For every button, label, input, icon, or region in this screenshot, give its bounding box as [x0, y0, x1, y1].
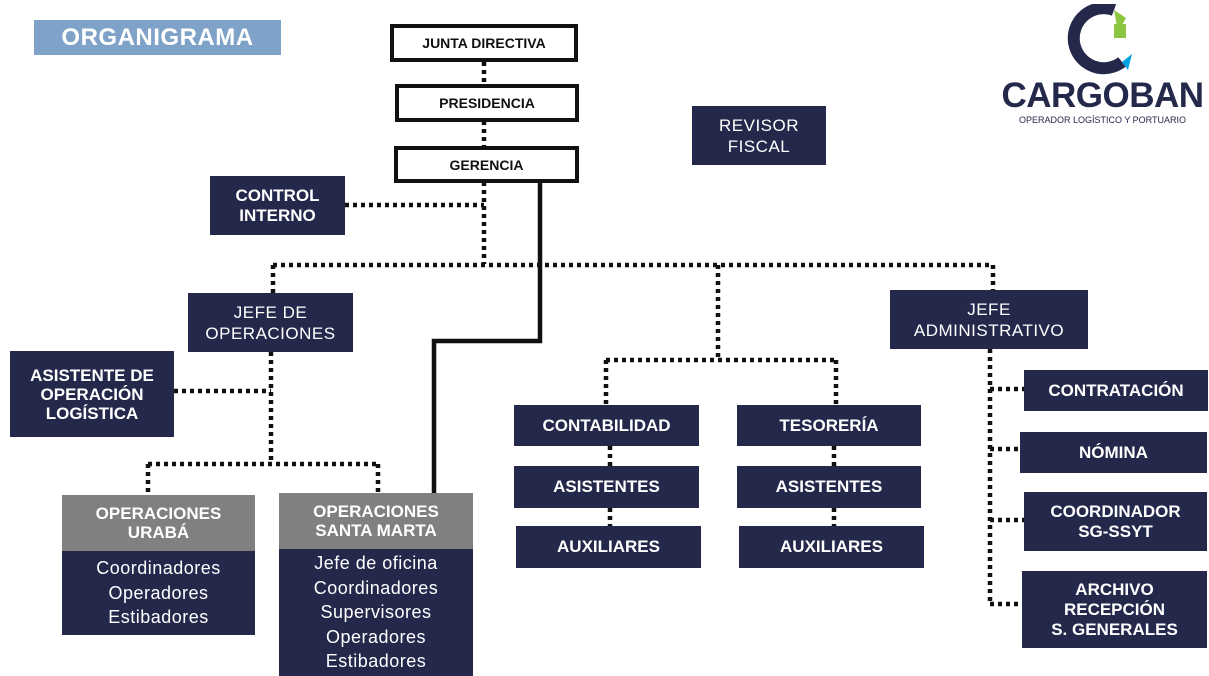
list-item: Supervisores: [320, 602, 432, 623]
node-label-line: INTERNO: [239, 205, 316, 225]
list-item: Estibadores: [325, 651, 427, 672]
list-item: Jefe de oficina: [314, 553, 438, 574]
node-label: ASISTENTES: [553, 477, 660, 496]
node-junta-directiva: JUNTA DIRECTIVA: [390, 24, 578, 62]
node-label-line: REVISOR: [718, 115, 800, 135]
node-contabilidad-auxiliares: AUXILIARES: [516, 526, 701, 568]
logo-brand-name: CARGOBAN: [1001, 76, 1204, 115]
node-label-line: S. GENERALES: [1051, 619, 1178, 639]
node-revisor-fiscal: REVISOR FISCAL: [692, 106, 826, 165]
node-label: TESORERÍA: [779, 415, 879, 435]
list-item: Coordinadores: [313, 577, 439, 598]
node-label: ASISTENTES: [775, 477, 883, 496]
list-item: Operadores: [325, 626, 427, 647]
list-item: Operadores: [108, 582, 209, 603]
cargoban-logo: CARGOBAN OPERADOR LOGÍSTICO Y PORTUARIO: [1000, 2, 1205, 130]
node-archivo-recepcion: ARCHIVO RECEPCIÓN S. GENERALES: [1022, 571, 1207, 648]
node-label-line: CONTROL: [235, 185, 320, 205]
page-title: ORGANIGRAMA: [34, 20, 281, 55]
node-presidencia: PRESIDENCIA: [395, 84, 579, 122]
node-tesoreria: TESORERÍA: [737, 405, 921, 446]
node-control-interno: CONTROL INTERNO: [210, 176, 345, 235]
node-tesoreria-asistentes: ASISTENTES: [737, 466, 921, 508]
node-label: AUXILIARES: [557, 537, 660, 556]
node-label-line: RECEPCIÓN: [1063, 599, 1166, 619]
node-operaciones-santa-marta-list: Jefe de oficina Coordinadores Supervisor…: [279, 549, 473, 676]
node-label-line: COORDINADOR: [1050, 501, 1181, 521]
node-asistente-operacion: ASISTENTE DE OPERACIÓN LOGÍSTICA: [10, 351, 174, 437]
node-operaciones-santa-marta-header: OPERACIONES SANTA MARTA: [279, 493, 473, 549]
node-label-line: ASISTENTE DE: [30, 365, 154, 385]
node-label-line: FISCAL: [727, 136, 791, 156]
node-label-line: LOGÍSTICA: [45, 403, 139, 423]
node-label-line: ADMINISTRATIVO: [913, 320, 1065, 340]
node-nomina: NÓMINA: [1020, 432, 1207, 473]
node-label: AUXILIARES: [780, 537, 883, 556]
node-label-line: OPERACIONES: [95, 504, 222, 523]
node-label-line: OPERACIÓN: [40, 384, 144, 404]
node-jefe-operaciones: JEFE DE OPERACIONES: [188, 293, 353, 352]
node-label-line: JEFE: [967, 299, 1011, 319]
node-label: CONTABILIDAD: [542, 415, 671, 435]
logo-tagline: OPERADOR LOGÍSTICO Y PORTUARIO: [1018, 115, 1187, 125]
node-label-line: JEFE DE: [233, 302, 308, 322]
node-operaciones-uraba-list: Coordinadores Operadores Estibadores: [62, 551, 255, 635]
node-label: NÓMINA: [1079, 442, 1148, 462]
node-label-line: URABÁ: [127, 523, 190, 542]
node-contabilidad: CONTABILIDAD: [514, 405, 699, 446]
node-label: PRESIDENCIA: [439, 95, 535, 111]
node-label-line: SG-SSYT: [1078, 521, 1153, 541]
list-item: Coordinadores: [96, 558, 221, 579]
node-coordinador-sgssyt: COORDINADOR SG-SSYT: [1024, 492, 1207, 551]
node-label-line: OPERACIONES: [205, 323, 336, 343]
node-operaciones-uraba-header: OPERACIONES URABÁ: [62, 495, 255, 551]
node-gerencia: GERENCIA: [394, 146, 579, 183]
node-contratacion: CONTRATACIÓN: [1024, 370, 1208, 411]
node-label-line: OPERACIONES: [313, 502, 439, 521]
node-tesoreria-auxiliares: AUXILIARES: [739, 526, 924, 568]
node-label-line: ARCHIVO: [1075, 579, 1154, 599]
logo-mark-icon: [1067, 2, 1132, 75]
node-label: JUNTA DIRECTIVA: [422, 35, 546, 51]
node-contabilidad-asistentes: ASISTENTES: [514, 466, 699, 508]
node-label-line: SANTA MARTA: [315, 521, 437, 540]
node-label: CONTRATACIÓN: [1048, 380, 1184, 400]
node-jefe-administrativo: JEFE ADMINISTRATIVO: [890, 290, 1088, 349]
list-item: Estibadores: [108, 607, 209, 628]
node-label: GERENCIA: [449, 156, 524, 173]
